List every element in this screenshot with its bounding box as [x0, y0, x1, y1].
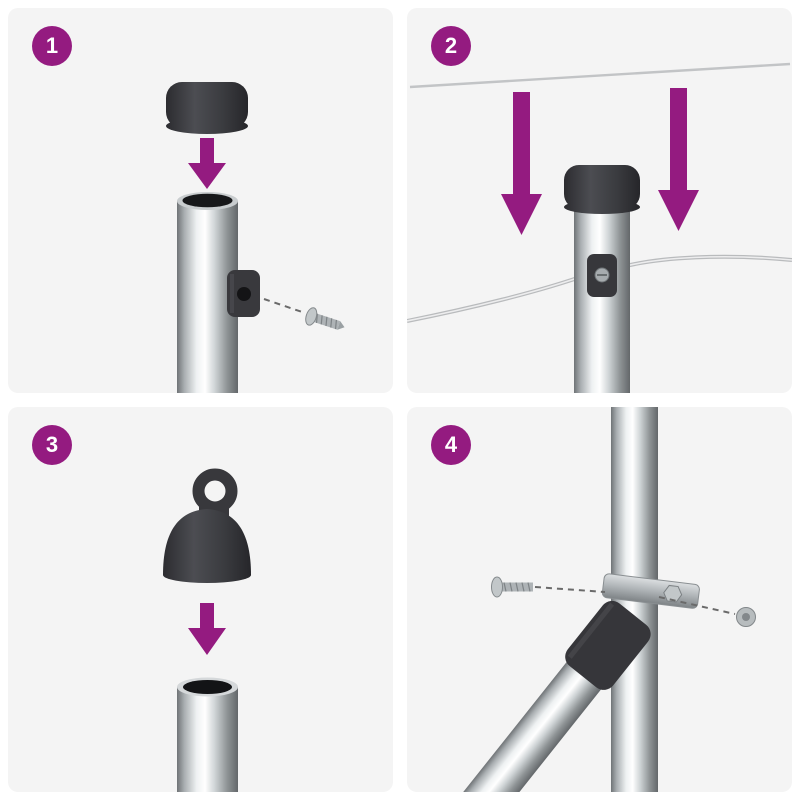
dashed-guide-line	[263, 298, 306, 314]
step-3-illustration	[163, 468, 251, 792]
dashed-guide-line	[658, 596, 736, 615]
step-panel-1: 1	[8, 8, 393, 393]
step-panel-2: 2	[407, 8, 792, 393]
down-arrow-icon	[501, 92, 542, 235]
down-arrow-icon	[188, 603, 226, 655]
step-number-badge: 2	[431, 26, 471, 66]
step-2-illustration	[407, 62, 792, 393]
step-panel-4: 4	[407, 407, 792, 792]
down-arrow-icon	[658, 88, 699, 231]
bolt-icon	[491, 576, 533, 598]
open-tube-illustration	[177, 677, 238, 792]
brace-sleeve-connector	[565, 600, 651, 690]
wire-clamp-icon	[587, 254, 617, 297]
top-wire	[409, 62, 791, 89]
wire-clamp-icon	[227, 270, 260, 317]
down-arrow-icon	[188, 138, 226, 189]
dashed-guide-line	[534, 586, 606, 593]
lower-wire	[407, 254, 792, 323]
eyelet-cap-icon	[163, 468, 251, 583]
end-cap-icon	[166, 82, 248, 134]
nut-icon	[736, 607, 756, 627]
step-4-illustration	[446, 407, 756, 792]
step-number-badge: 4	[431, 425, 471, 465]
step-number-badge: 3	[32, 425, 72, 465]
hex-bolt-icon	[663, 584, 683, 603]
step-panel-3: 3	[8, 407, 393, 792]
step-1-illustration	[166, 82, 345, 393]
screw-icon	[305, 307, 345, 330]
capped-pole-illustration	[564, 165, 640, 393]
step-number-badge: 1	[32, 26, 72, 66]
